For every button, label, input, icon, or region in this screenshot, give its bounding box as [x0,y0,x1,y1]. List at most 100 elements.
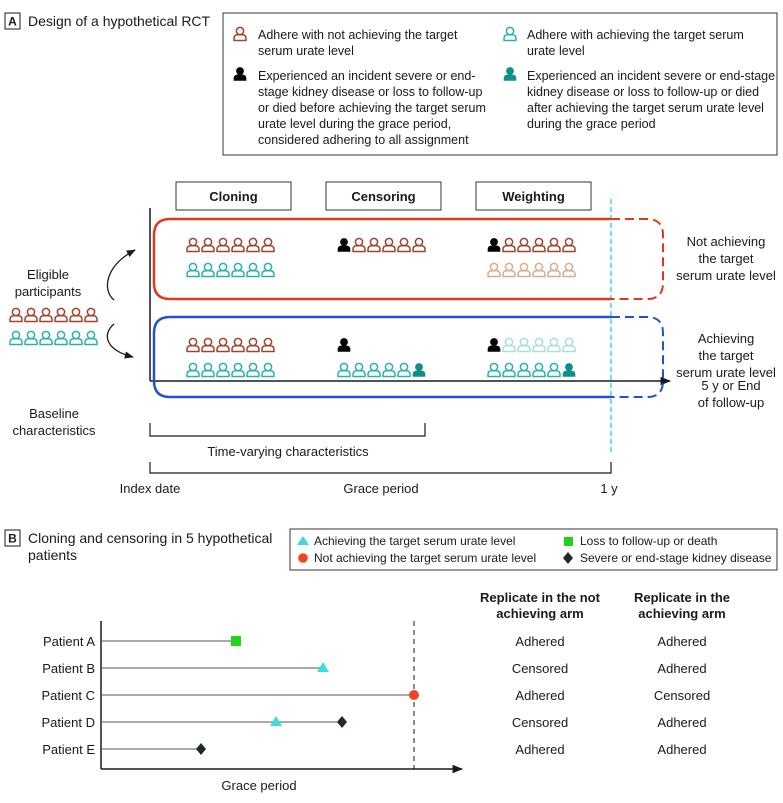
person-outline-icon [547,337,561,353]
legend-text: Not achieving the target serum urate lev… [314,551,536,565]
person-outline-icon [382,237,396,253]
end-label: of follow-up [698,395,764,410]
legend-text: Adhere with achieving the target serum [527,28,744,42]
panel-b-title: Cloning and censoring in 5 hypothetical [28,530,272,546]
person-outline-icon [186,262,200,278]
person-outline-icon [54,307,68,323]
legend-text: during the grace period [527,117,656,131]
status-achieving-arm: Censored [654,688,710,703]
person-outline-icon [517,237,531,253]
person-outline-icon [397,362,411,378]
person-outline-icon [532,237,546,253]
person-outline-icon [487,262,501,278]
patient-label: Patient B [42,661,95,676]
index-date-label: Index date [120,481,181,496]
person-outline-icon [216,262,230,278]
column-header-not-achieving: Replicate in the not [480,590,601,605]
status-achieving-arm: Adhered [657,634,706,649]
legend-item-adhere-achieving: Adhere with achieving the target serum u… [503,26,744,58]
person-outline-icon [24,330,38,346]
person-outline-icon [502,337,516,353]
person-outline-icon [502,362,516,378]
square-icon [231,636,241,646]
legend-text: Loss to follow-up or death [580,534,717,548]
person-outline-icon [532,337,546,353]
legend-text: Adhere with not achieving the target [258,28,458,42]
person-outline-icon [487,362,501,378]
panel-b-title: patients [28,547,77,563]
status-achieving-arm: Adhered [657,715,706,730]
legend-text: urate level [527,44,585,58]
person-outline-icon [261,337,275,353]
person-outline-icon [261,362,275,378]
status-not-achieving-arm: Censored [512,715,568,730]
eligible-label: Eligible [27,267,69,282]
column-header-achieving: achieving arm [638,606,725,621]
person-outline-icon [216,337,230,353]
person-outline-icon [517,337,531,353]
step-box-censoring [325,181,442,211]
patient-label: Patient E [42,742,95,757]
person-outline-icon [547,362,561,378]
person-outline-icon [246,362,260,378]
baseline-label: Baseline [29,406,79,421]
person-outline-icon [216,237,230,253]
person-outline-icon [231,237,245,253]
time-varying-bracket [149,423,426,437]
legend-text: kidney disease or loss to follow-up or d… [527,85,759,99]
patient-label: Patient C [42,688,95,703]
person-outline-icon [412,237,426,253]
step-box-weighting [475,181,592,211]
legend-item-not-achieving: Not achieving the target serum urate lev… [298,551,536,565]
triangle-icon [270,716,282,726]
column-header-achieving: Replicate in the [634,590,730,605]
person-outline-icon [84,330,98,346]
person-outline-icon [231,362,245,378]
arm-label-not-achieving: the target [699,251,754,266]
person-outline-icon [532,362,546,378]
time-varying-label: Time-varying characteristics [207,444,369,459]
eligible-label: participants [15,284,82,299]
person-outline-icon [517,262,531,278]
person-outline-icon [201,262,215,278]
participant-icons [9,237,576,378]
not-achieving-arm-box [152,217,611,301]
diamond-icon [196,743,206,755]
arm-label-achieving: Achieving [698,331,754,346]
person-outline-icon [9,330,23,346]
patient-row: Patient B Censored Adhered [42,661,706,676]
legend-item-kidney-disease: Severe or end-stage kidney disease [563,551,772,565]
person-outline-icon [54,330,68,346]
panel-b-letter-box [4,529,21,547]
panel-a-letter-box [4,12,21,30]
arm-label-achieving: the target [699,348,754,363]
status-achieving-arm: Adhered [657,661,706,676]
panel-b-legend-box [289,528,778,571]
circle-icon [409,690,419,700]
legend-text: stage kidney disease or loss to follow-u… [258,85,482,99]
grace-period-axis-label: Grace period [221,778,296,793]
baseline-label: characteristics [12,423,96,438]
person-outline-icon [231,337,245,353]
column-header-not-achieving: achieving arm [496,606,583,621]
arm-label-not-achieving: Not achieving [687,234,766,249]
person-outline-icon [337,362,351,378]
clone-arrow-down [106,323,134,359]
person-outline-icon [186,337,200,353]
legend-text: Experienced an incident severe or end-st… [527,69,775,83]
status-not-achieving-arm: Censored [512,661,568,676]
person-filled-icon [412,363,426,377]
end-label: 5 y or End [701,378,760,393]
status-not-achieving-arm: Adhered [515,742,564,757]
patient-label: Patient D [42,715,95,730]
person-outline-icon [261,237,275,253]
step-box-cloning [175,181,292,211]
not-achieving-arm-box-extension [611,218,664,300]
panel-b-letter: B [8,532,17,546]
person-outline-icon [201,362,215,378]
person-outline-icon [84,307,98,323]
legend-item-adhere-not-achieving: Adhere with not achieving the target ser… [233,26,458,58]
clone-arrow-up [106,249,136,301]
